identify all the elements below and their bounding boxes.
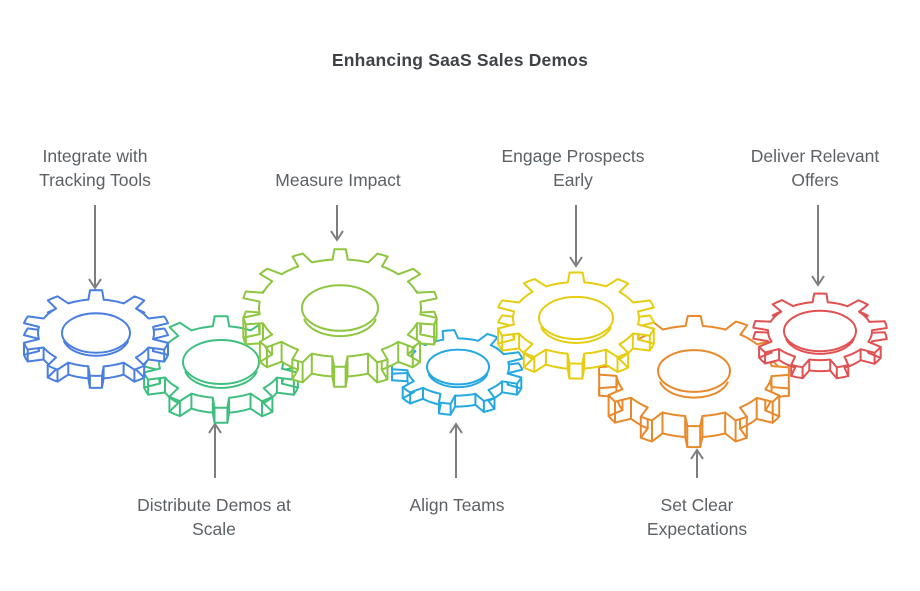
gear-hole	[657, 349, 731, 393]
step-label-integrate-with-tracking-tools: Integrate with Tracking Tools	[39, 146, 151, 190]
gear-hole	[301, 284, 379, 332]
arrow-up	[690, 448, 704, 478]
gear-hole-depth-arc	[428, 373, 488, 389]
gear-align-teams	[391, 329, 524, 416]
step-label-align-teams: Align Teams	[409, 495, 505, 515]
step-label-measure-impact: Measure Impact	[275, 170, 401, 190]
step-label-set-clear-expectations: Set Clear Expectations	[646, 495, 748, 539]
gear-hole	[182, 339, 260, 385]
gear-measure-impact	[242, 248, 438, 388]
gear-hole-depth-arc	[63, 340, 129, 357]
gear-deliver-relevant-offers	[752, 292, 888, 380]
gear-integrate-with-tracking-tools	[23, 289, 169, 389]
diagram-title: Enhancing SaaS Sales Demos	[331, 50, 589, 70]
arrow-up	[449, 422, 463, 478]
step-label-distribute-demos-at-scale: Distribute Demos at Scale	[137, 495, 291, 539]
gear-hole-depth-arc	[785, 338, 855, 355]
arrow-up	[208, 422, 222, 478]
gear-hole-depth-arc	[184, 371, 258, 389]
gear-hole	[538, 295, 614, 341]
arrow-down	[88, 205, 102, 290]
arrow-down	[811, 205, 825, 287]
gear-set-clear-expectations	[598, 314, 790, 449]
gear-hole	[783, 309, 857, 353]
gear-hole-depth-arc	[303, 318, 377, 338]
step-label-deliver-relevant-offers: Deliver Relevant Offers	[750, 146, 880, 190]
gear-hole-depth-arc	[659, 381, 729, 399]
arrow-down	[569, 205, 583, 268]
gear-engage-prospects-early	[497, 271, 655, 380]
arrow-down	[330, 205, 344, 242]
gear-hole	[61, 312, 131, 354]
gear-hole-depth-arc	[540, 326, 612, 344]
gear-hole	[426, 348, 490, 386]
step-label-engage-prospects-early: Engage Prospects Early	[501, 146, 645, 190]
